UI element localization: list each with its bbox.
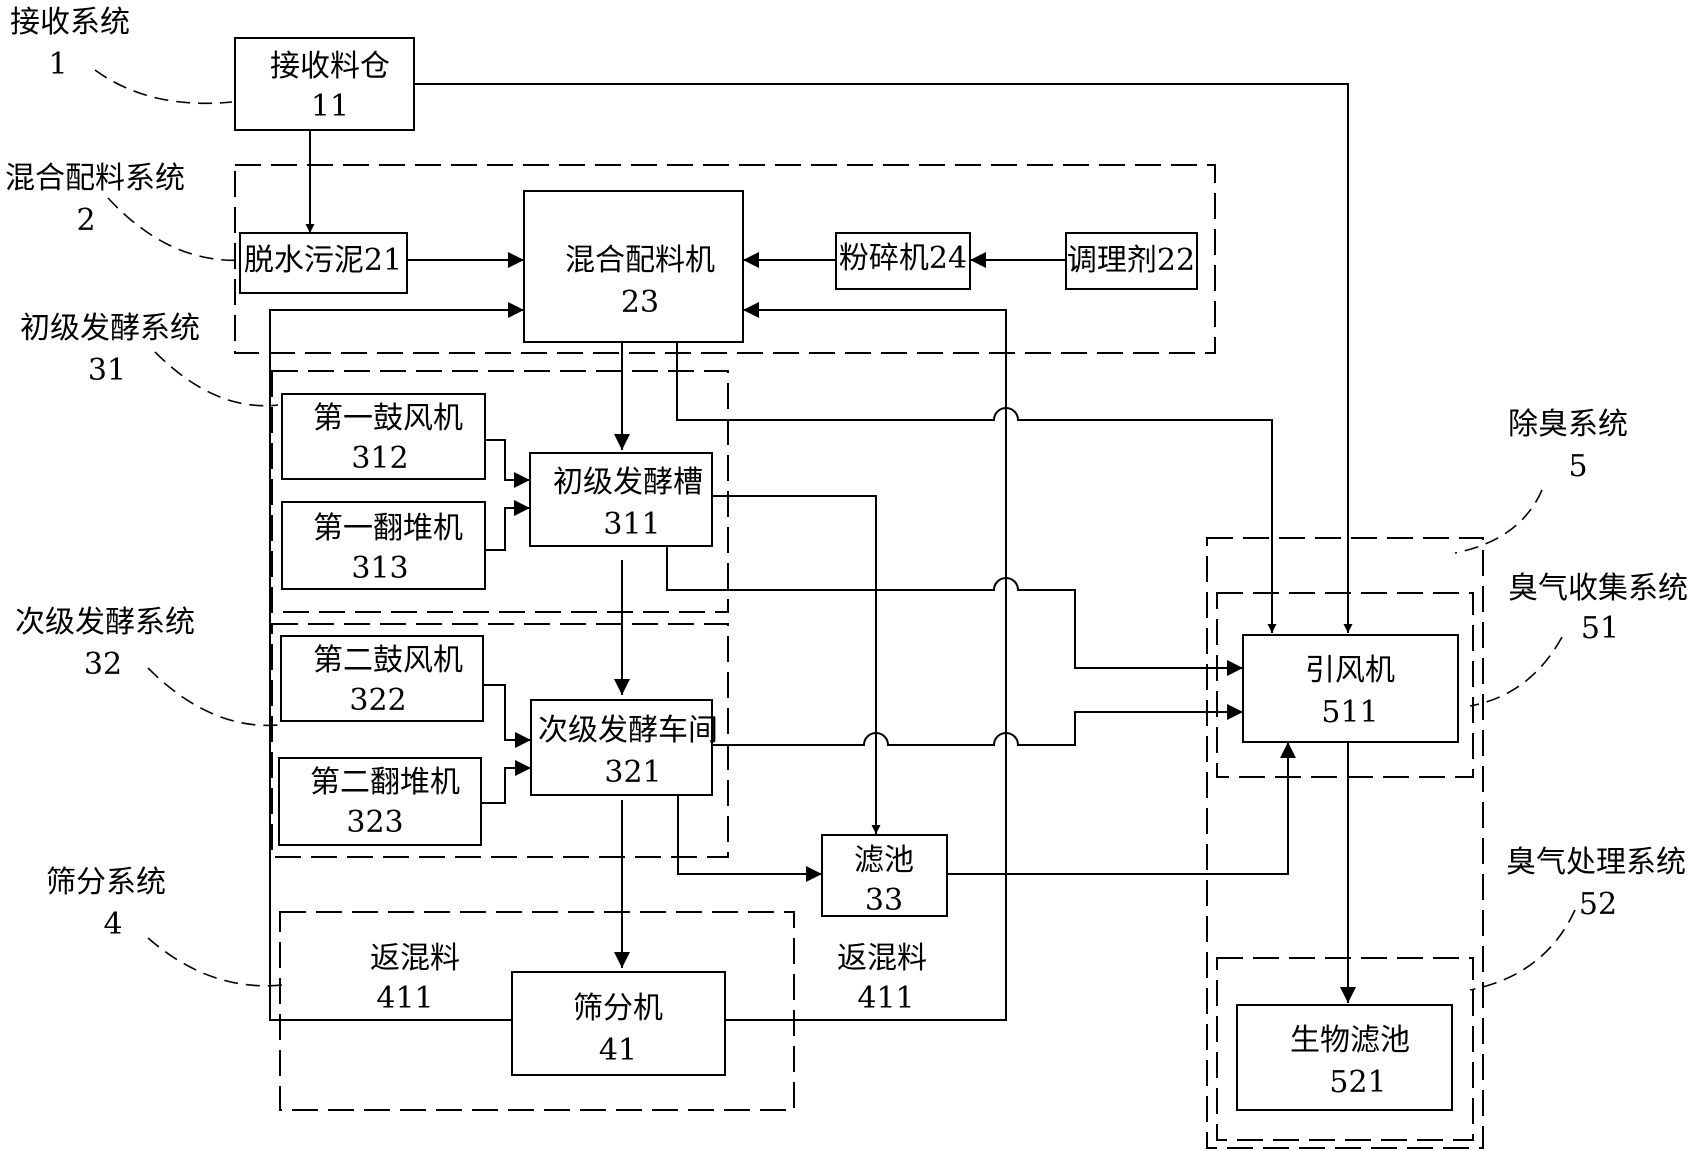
receiving-bin-box xyxy=(234,37,415,131)
filter-num: 33 xyxy=(865,883,903,918)
blower1-name: 第一鼓风机 xyxy=(313,401,463,436)
fan-box xyxy=(1242,634,1459,743)
return-material-left-name: 返混料 xyxy=(370,941,460,976)
turner1-num: 313 xyxy=(351,551,408,586)
conditioner-label: 调理剂22 xyxy=(1067,243,1195,278)
workshop2-num: 321 xyxy=(604,755,661,790)
workshop2-name: 次级发酵车间 xyxy=(538,713,718,748)
flow-return-right xyxy=(725,302,1007,1021)
mixing-system-num: 2 xyxy=(76,203,95,238)
leader-secondary xyxy=(147,667,279,727)
odor-collect-system-num: 51 xyxy=(1581,611,1619,646)
flow-bin-to-fan xyxy=(414,83,1353,633)
primary-system-num: 31 xyxy=(88,353,126,388)
flow-blower2-to-workshop2 xyxy=(483,684,531,748)
conditioner-box xyxy=(1065,232,1198,290)
leader-receiving xyxy=(94,69,233,105)
receiving-system-num: 1 xyxy=(48,47,67,82)
mixer-num: 23 xyxy=(621,285,659,320)
screener-name: 筛分机 xyxy=(573,991,663,1026)
flow-workshop2-odor-to-fan xyxy=(712,704,1243,746)
blower2-num: 322 xyxy=(349,683,406,718)
flow-workshop2-to-filter xyxy=(677,795,822,882)
secondary-system-name: 次级发酵系统 xyxy=(15,605,195,640)
deodor-system-boundary xyxy=(1206,537,1484,1149)
leader-mixing xyxy=(107,197,246,262)
odor-treatment-boundary xyxy=(1216,957,1474,1141)
secondary-fermentation-boundary xyxy=(271,623,729,858)
leader-odor-treat xyxy=(1469,909,1576,991)
turner1-box xyxy=(281,501,486,590)
screening-system-num: 4 xyxy=(103,907,122,942)
tank1-name: 初级发酵槽 xyxy=(553,465,703,500)
biofilter-name: 生物滤池 xyxy=(1290,1023,1410,1058)
flow-filter-to-fan xyxy=(947,742,1296,875)
deodor-system-num: 5 xyxy=(1568,449,1587,484)
leader-primary xyxy=(154,351,279,407)
turner1-name: 第一翻堆机 xyxy=(313,511,463,546)
mixer-box xyxy=(523,190,744,343)
blower1-num: 312 xyxy=(351,441,408,476)
mixer-name: 混合配料机 xyxy=(565,243,715,278)
fan-name: 引风机 xyxy=(1305,653,1395,688)
odor-collection-boundary xyxy=(1216,592,1474,778)
odor-treat-system-name: 臭气处理系统 xyxy=(1506,845,1686,880)
crusher-box xyxy=(835,232,971,290)
flow-tank1-to-filter xyxy=(712,495,881,834)
leader-deodor xyxy=(1454,489,1543,554)
biofilter-box xyxy=(1236,1004,1453,1111)
turner2-num: 323 xyxy=(346,805,403,840)
leader-screening xyxy=(147,937,283,987)
flow-turner2-to-workshop2 xyxy=(481,760,531,804)
flow-turner1-to-tank1 xyxy=(485,500,530,551)
biofilter-num: 521 xyxy=(1329,1065,1386,1100)
blower2-box xyxy=(280,635,484,722)
flow-tank1-odor-to-fan xyxy=(666,546,1243,676)
filter-name: 滤池 xyxy=(854,843,914,878)
return-material-right-name: 返混料 xyxy=(837,941,927,976)
turner2-name: 第二翻堆机 xyxy=(310,765,460,800)
tank1-box xyxy=(529,452,713,547)
turner2-box xyxy=(278,757,482,846)
screening-system-name: 筛分系统 xyxy=(46,865,166,900)
filter-box xyxy=(821,834,948,917)
screener-box xyxy=(511,971,726,1076)
flow-blower1-to-tank1 xyxy=(485,439,530,488)
dewatered-sludge-box xyxy=(239,232,408,294)
blower2-name: 第二鼓风机 xyxy=(313,643,463,678)
receiving-bin-num: 11 xyxy=(311,89,349,124)
flow-mixer-odor-to-fan xyxy=(676,342,1277,633)
return-material-left-num: 411 xyxy=(376,981,433,1016)
blower1-box xyxy=(281,393,486,480)
mixing-system-boundary xyxy=(234,164,1216,354)
primary-fermentation-boundary xyxy=(271,370,729,613)
workshop2-box xyxy=(530,699,713,796)
secondary-system-num: 32 xyxy=(84,647,122,682)
tank1-num: 311 xyxy=(603,507,660,542)
deodor-system-name: 除臭系统 xyxy=(1508,407,1628,442)
mixing-system-name: 混合配料系统 xyxy=(5,161,185,196)
fan-num: 511 xyxy=(1321,695,1378,730)
screener-num: 41 xyxy=(599,1033,637,1068)
screening-system-boundary xyxy=(279,911,795,1111)
primary-system-name: 初级发酵系统 xyxy=(20,311,200,346)
flow-return-left xyxy=(269,302,524,1021)
dewatered-sludge-label: 脱水污泥21 xyxy=(244,243,402,278)
return-material-right-num: 411 xyxy=(857,981,914,1016)
receiving-bin-name: 接收料仓 xyxy=(270,49,390,84)
odor-collect-system-name: 臭气收集系统 xyxy=(1508,571,1688,606)
odor-treat-system-num: 52 xyxy=(1579,887,1617,922)
crusher-label: 粉碎机24 xyxy=(839,241,967,276)
receiving-system-name: 接收系统 xyxy=(10,5,130,40)
